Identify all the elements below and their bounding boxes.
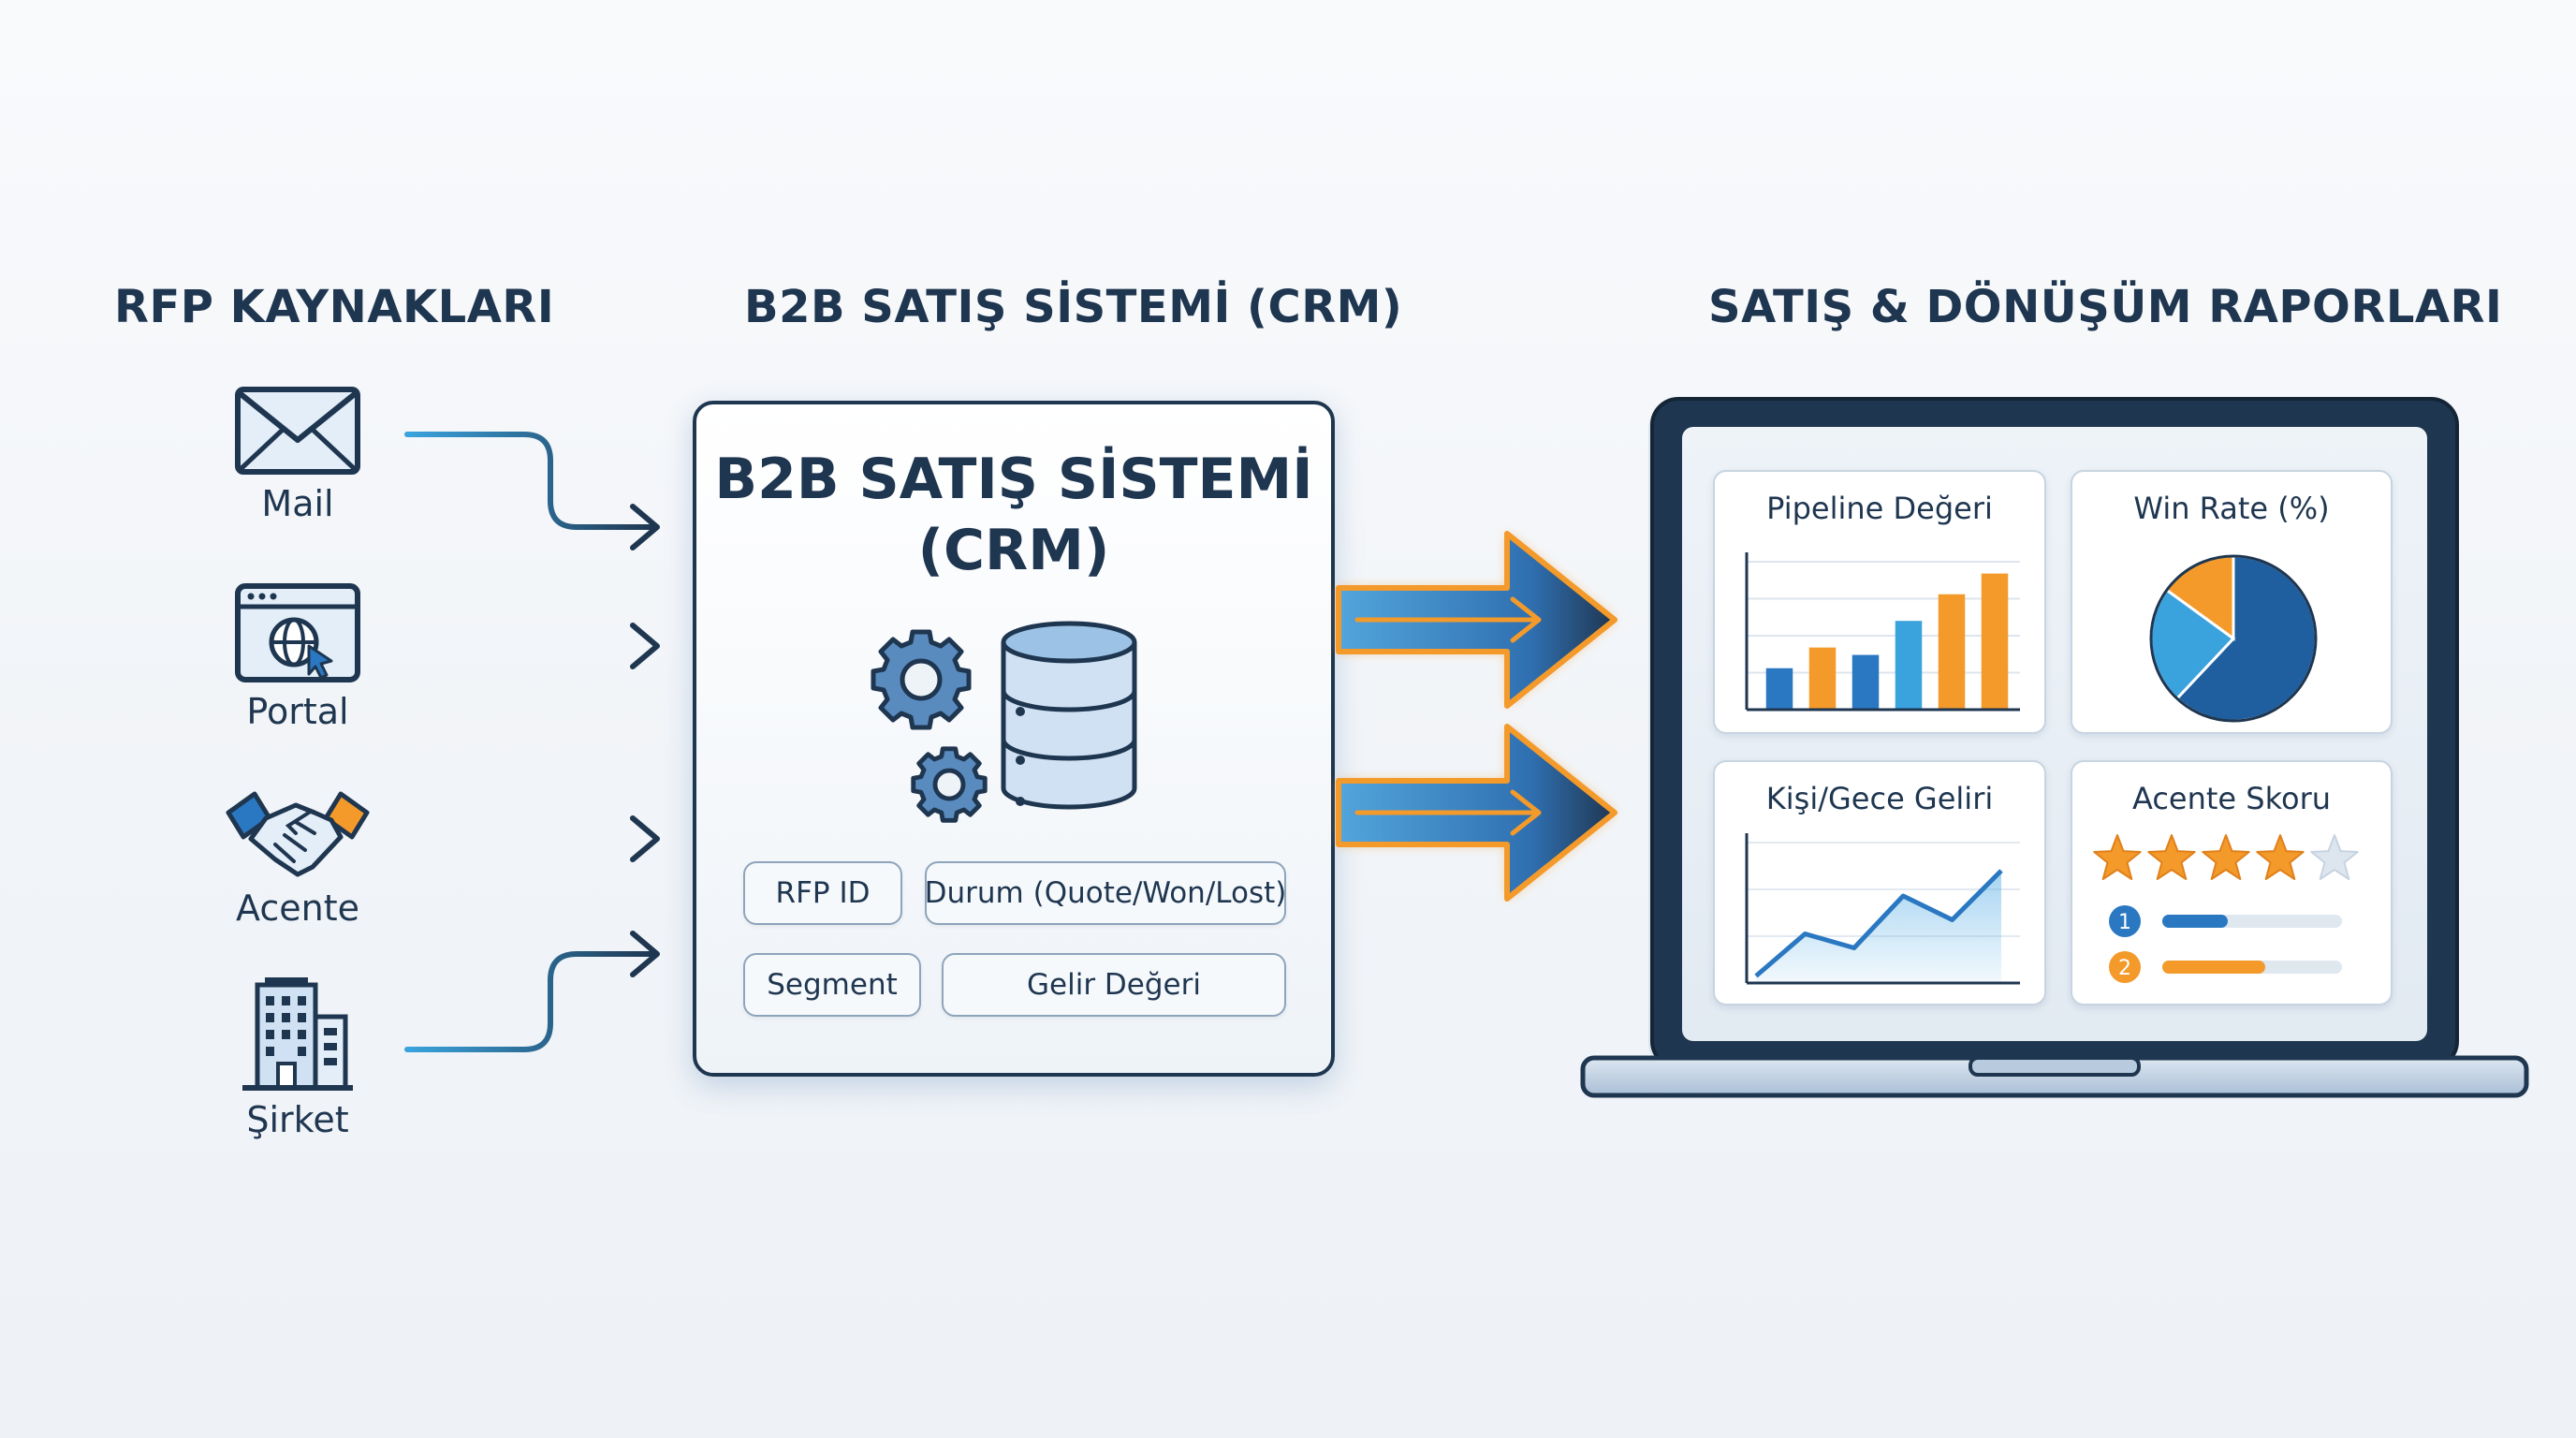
building-icon <box>242 977 353 1091</box>
field-durum: Durum (Quote/Won/Lost) <box>925 861 1286 925</box>
rank-row-1: 1 <box>2109 905 2342 937</box>
field-gelir-degeri: Gelir Değeri <box>942 953 1286 1017</box>
star-rating <box>2093 834 2359 880</box>
sources-heading: RFP KAYNAKLARI <box>114 281 555 333</box>
pie-outline <box>2149 554 2318 723</box>
source-mail: Mail <box>204 384 391 524</box>
connector-sirket <box>404 951 658 1052</box>
crm-title-line2: (CRM) <box>917 518 1110 583</box>
area-fill <box>1756 871 2001 983</box>
card-title: Pipeline Değeri <box>1766 491 1993 526</box>
pipeline-bar-chart <box>1745 552 2020 712</box>
crm-box: B2B SATIŞ SİSTEMİ (CRM) RFP ID Durum (Q <box>693 401 1335 1077</box>
bar <box>1808 647 1837 710</box>
card-winrate: Win Rate (%) <box>2071 470 2393 734</box>
database-icon <box>1001 621 1137 810</box>
star-filled-icon <box>2147 834 2196 880</box>
flow-arrow-top <box>1336 531 1617 709</box>
handshake-icon <box>226 791 370 877</box>
source-label: Mail <box>261 483 334 524</box>
field-rfp-id: RFP ID <box>743 861 902 925</box>
card-title: Acente Skoru <box>2131 781 2331 816</box>
field-segment: Segment <box>743 953 921 1017</box>
winrate-pie-chart <box>2149 554 2318 723</box>
rank-bar-2 <box>2162 961 2265 974</box>
flow-arrow-bottom <box>1336 724 1617 902</box>
star-empty-icon <box>2310 834 2359 880</box>
source-acente: Acente <box>204 785 391 929</box>
card-kisi-gece: Kişi/Gece Geliri <box>1713 760 2046 1005</box>
gear-icon <box>873 632 969 727</box>
source-label: Şirket <box>246 1099 349 1140</box>
rank-number-2: 2 <box>2118 957 2131 980</box>
arrowhead <box>630 504 660 550</box>
card-pipeline: Pipeline Değeri <box>1713 470 2046 734</box>
rank-bar-1 <box>2162 915 2228 928</box>
star-filled-icon <box>2256 834 2305 880</box>
arrowhead <box>630 931 660 977</box>
source-portal: Portal <box>204 580 391 732</box>
connector-mail <box>404 432 658 530</box>
gear-icon <box>914 749 986 821</box>
crm-title-line1: B2B SATIŞ SİSTEMİ <box>714 447 1313 512</box>
crm-graphic <box>856 621 1137 835</box>
star-filled-icon <box>2202 834 2250 880</box>
envelope-icon <box>235 387 360 475</box>
star-filled-icon <box>2093 834 2142 880</box>
bar <box>1765 668 1793 710</box>
card-title: Kişi/Gece Geliri <box>1765 781 1994 816</box>
bar <box>1852 654 1880 710</box>
kisi-gece-area-chart <box>1745 833 2020 985</box>
browser-globe-icon <box>235 583 360 682</box>
acente-score-graphic: 1 2 <box>2093 834 2359 983</box>
bar <box>1938 594 1966 710</box>
rank-number-1: 1 <box>2118 911 2131 934</box>
bar <box>1981 573 2009 710</box>
arrowhead <box>630 815 660 862</box>
source-label: Acente <box>236 888 359 929</box>
crm-heading: B2B SATIŞ SİSTEMİ (CRM) <box>744 281 1403 333</box>
card-acente-skoru: Acente Skoru 1 2 <box>2071 760 2393 1005</box>
source-sirket: Şirket <box>204 972 391 1140</box>
card-title: Win Rate (%) <box>2133 491 2330 526</box>
bar <box>1895 621 1923 710</box>
crm-title: B2B SATIŞ SİSTEMİ (CRM) <box>696 444 1331 586</box>
rank-row-2: 2 <box>2109 951 2342 983</box>
series-line <box>1754 869 2003 978</box>
source-label: Portal <box>246 691 349 732</box>
flow-arrows <box>1336 531 1617 902</box>
reports-heading: SATIŞ & DÖNÜŞÜM RAPORLARI <box>1708 281 2503 333</box>
arrowhead <box>630 623 660 669</box>
